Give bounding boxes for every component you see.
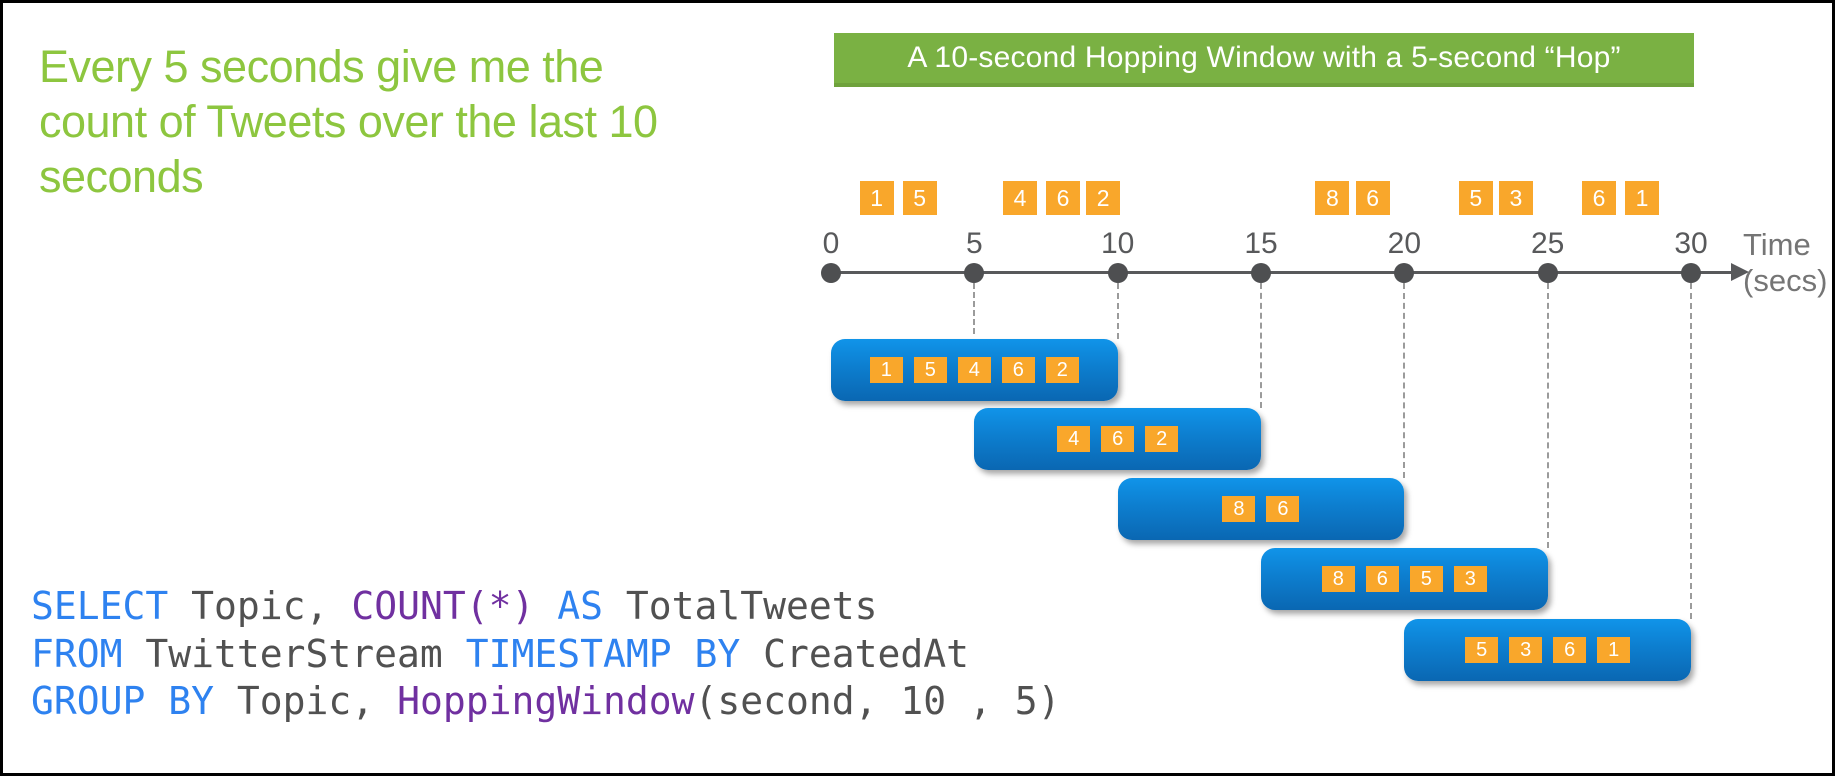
window-event-chip: 6 bbox=[1365, 566, 1399, 592]
title-banner-label: A 10-second Hopping Window with a 5-seco… bbox=[907, 41, 1621, 74]
code-token-plain: TotalTweets bbox=[603, 584, 878, 628]
code-line: SELECT Topic, COUNT(*) AS TotalTweets bbox=[31, 583, 1061, 631]
window-event-chip: 2 bbox=[1045, 357, 1079, 383]
window-event-chip: 6 bbox=[1001, 357, 1035, 383]
time-axis-arrow-icon bbox=[1731, 263, 1749, 281]
code-token-plain: (second, 10 , 5) bbox=[694, 679, 1061, 723]
title-banner: A 10-second Hopping Window with a 5-seco… bbox=[834, 33, 1694, 87]
headline-line: seconds bbox=[39, 151, 204, 202]
timeline-event-chip: 6 bbox=[1046, 181, 1080, 215]
time-axis-label-line2: (secs) bbox=[1743, 263, 1828, 298]
code-token-plain bbox=[534, 584, 557, 628]
window-event-chip: 6 bbox=[1553, 637, 1587, 663]
tick-label: 20 bbox=[1387, 227, 1422, 260]
window-event-chip: 8 bbox=[1222, 496, 1256, 522]
tick-dot bbox=[821, 263, 841, 283]
tick-dot bbox=[964, 263, 985, 283]
window-event-chip: 3 bbox=[1509, 637, 1543, 663]
timeline-event-chip: 1 bbox=[859, 181, 894, 215]
tick-label: 25 bbox=[1530, 227, 1565, 260]
window-event-chip: 1 bbox=[869, 357, 903, 383]
tick-dot bbox=[1537, 263, 1558, 283]
code-token-keyword: AS bbox=[557, 584, 603, 628]
window-event-chip: 4 bbox=[957, 357, 991, 383]
code-token-plain: Topic, bbox=[214, 679, 398, 723]
dashed-guide bbox=[1260, 283, 1262, 408]
window-event-chip: 8 bbox=[1321, 566, 1355, 592]
code-token-function: HoppingWindow bbox=[397, 679, 695, 723]
window-event-chip: 5 bbox=[1465, 637, 1499, 663]
window-event-chip: 4 bbox=[1057, 426, 1091, 452]
timeline-event-chip: 5 bbox=[902, 181, 937, 215]
headline-line: Every 5 seconds give me the bbox=[39, 41, 604, 92]
headline-line: count of Tweets over the last 10 bbox=[39, 96, 658, 147]
timeline-event-chip: 8 bbox=[1315, 181, 1350, 215]
tick-dot bbox=[1251, 263, 1271, 283]
timeline-event-chip: 5 bbox=[1458, 181, 1493, 215]
code-line: FROM TwitterStream TIMESTAMP BY CreatedA… bbox=[31, 631, 1061, 679]
dashed-guide bbox=[1116, 283, 1119, 339]
code-token-plain: CreatedAt bbox=[740, 631, 970, 676]
dashed-guide bbox=[1403, 283, 1406, 478]
timeline-event-chip: 3 bbox=[1498, 181, 1533, 215]
code-token-plain: TwitterStream bbox=[122, 631, 466, 676]
tick-dot bbox=[1394, 263, 1415, 283]
window-event-chip: 6 bbox=[1266, 496, 1300, 522]
code-token-plain: Topic, bbox=[168, 584, 352, 628]
code-token-keyword: GROUP BY bbox=[31, 679, 215, 723]
code-token-function: COUNT(*) bbox=[351, 584, 535, 628]
code-token-keyword: FROM bbox=[31, 631, 123, 676]
window-event-chip: 3 bbox=[1453, 566, 1487, 592]
tick-label: 15 bbox=[1244, 227, 1278, 260]
code-token-keyword: TIMESTAMP BY bbox=[465, 631, 741, 676]
time-axis-label-line1: Time bbox=[1743, 227, 1811, 262]
dashed-guide bbox=[1546, 283, 1549, 548]
code-line: GROUP BY Topic, HoppingWindow(second, 10… bbox=[31, 678, 1061, 726]
timeline-event-chip: 6 bbox=[1582, 181, 1617, 215]
dashed-guide bbox=[1690, 283, 1692, 619]
window-event-chip: 2 bbox=[1145, 426, 1179, 452]
tick-label: 0 bbox=[822, 227, 840, 260]
code-token-keyword: SELECT bbox=[31, 584, 169, 628]
timeline-event-chip: 6 bbox=[1355, 181, 1390, 215]
tick-dot bbox=[1681, 263, 1701, 283]
window-event-chip: 5 bbox=[1409, 566, 1443, 592]
time-axis-line bbox=[831, 271, 1731, 274]
tick-label: 30 bbox=[1674, 227, 1708, 260]
timeline-event-chip: 1 bbox=[1625, 181, 1660, 215]
timeline-event-chip: 4 bbox=[1003, 181, 1037, 215]
dashed-guide bbox=[973, 283, 976, 334]
tick-label: 5 bbox=[965, 227, 983, 260]
tick-dot bbox=[1107, 263, 1128, 283]
window-event-chip: 1 bbox=[1597, 637, 1631, 663]
tick-label: 10 bbox=[1100, 227, 1135, 260]
headline-text: Every 5 seconds give me the count of Twe… bbox=[39, 39, 658, 204]
window-event-chip: 6 bbox=[1101, 426, 1135, 452]
timeline-event-chip: 2 bbox=[1086, 181, 1121, 215]
time-axis-label: Time (secs) bbox=[1743, 227, 1827, 299]
window-event-chip: 5 bbox=[913, 357, 947, 383]
